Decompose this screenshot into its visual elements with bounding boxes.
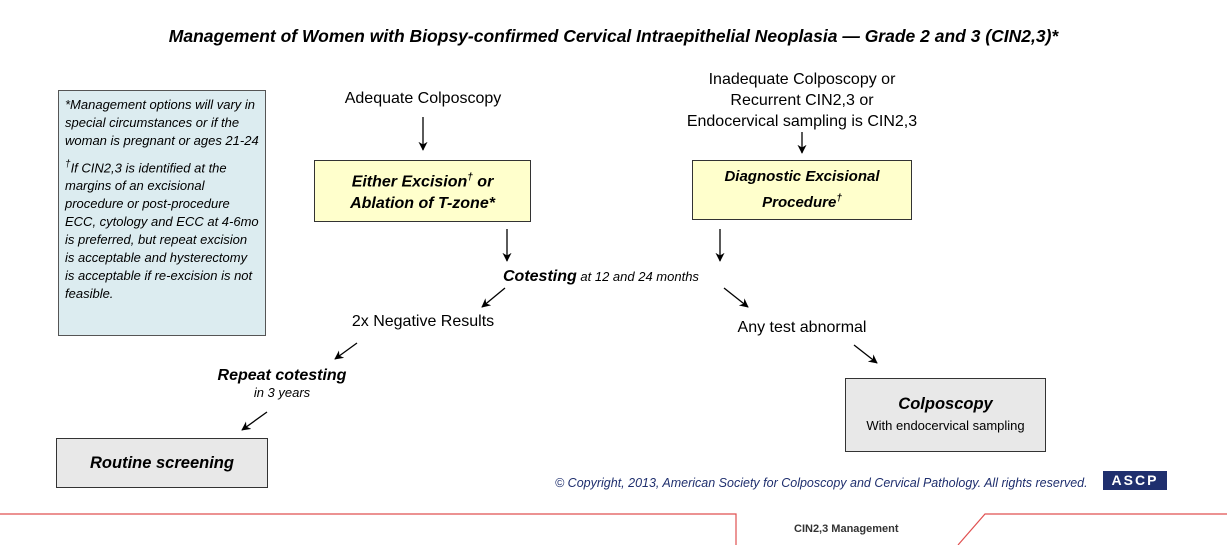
label-negative-results: 2x Negative Results — [351, 313, 495, 330]
box-diagnostic-excisional-procedure: Diagnostic Excisional Procedure† — [692, 160, 912, 220]
box-either-excision-or-ablation: Either Excision† or Ablation of T-zone* — [314, 160, 531, 222]
box-routine-screening: Routine screening — [56, 438, 268, 488]
footnote-box: *Management options will vary in special… — [58, 90, 266, 336]
label-cotesting: Cotesting at 12 and 24 months — [503, 268, 699, 285]
arrow-negative-to-repeat — [334, 342, 358, 360]
label-repeat-cotesting: Repeat cotesting in 3 years — [217, 367, 347, 400]
footnote-2: †If CIN2,3 is identified at the margins … — [65, 159, 259, 302]
copyright-text: © Copyright, 2013, American Society for … — [555, 476, 1088, 490]
footnote-1: *Management options will vary in special… — [65, 97, 259, 148]
arrow-repeat-to-routine — [241, 411, 268, 431]
page-title: Management of Women with Biopsy-confirme… — [168, 26, 1059, 46]
arrow-cotesting-to-negative — [481, 287, 506, 308]
ascp-logo: ASCP — [1103, 471, 1167, 490]
footer-label: CIN2,3 Management — [794, 523, 899, 535]
label-inadequate-colposcopy: Inadequate Colposcopy or Recurrent CIN2,… — [686, 71, 918, 130]
label-adequate-colposcopy: Adequate Colposcopy — [344, 90, 502, 107]
arrow-cotesting-to-abnormal — [723, 287, 749, 308]
box-colposcopy: Colposcopy With endocervical sampling — [845, 378, 1046, 452]
arrow-abnormal-to-colpo — [853, 344, 878, 364]
label-any-test-abnormal: Any test abnormal — [737, 319, 867, 336]
footer-lines — [0, 513, 1227, 545]
